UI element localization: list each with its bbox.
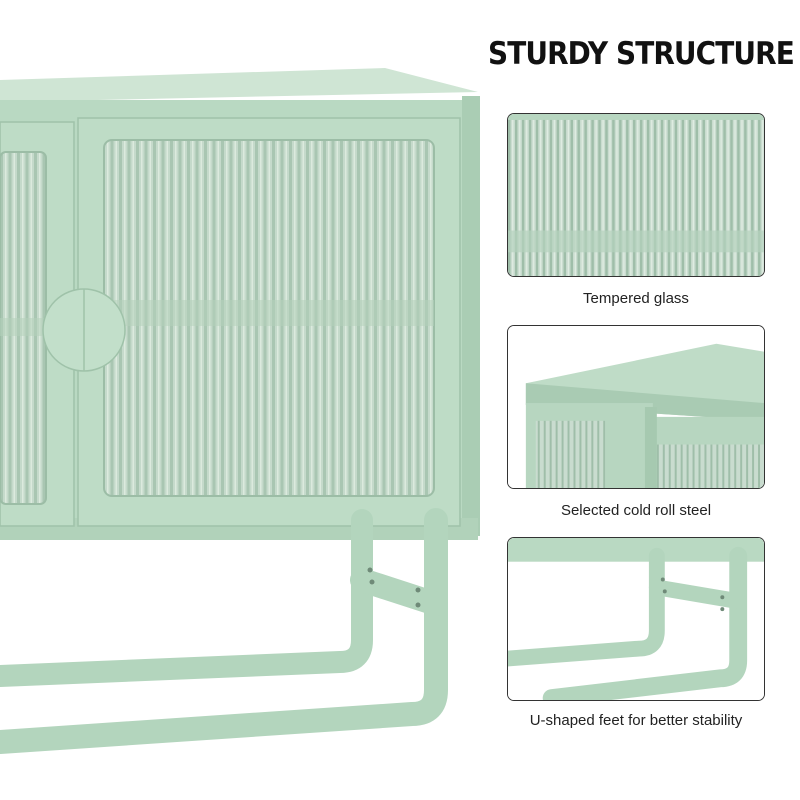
feet-detail-image <box>507 537 765 701</box>
glass-detail-image <box>507 113 765 277</box>
cabinet-top <box>0 68 478 102</box>
inner-shelf <box>104 300 434 326</box>
page-heading: STURDY STRUCTURE <box>488 36 795 72</box>
feet-caption: U-shaped feet for better stability <box>529 712 743 729</box>
leg-bolts <box>367 567 421 608</box>
u-shaped-feet-closeup-icon <box>508 538 764 700</box>
steel-corner-closeup-icon <box>508 326 764 488</box>
steel-detail-image <box>507 325 765 489</box>
inner-shelf-left <box>0 318 46 336</box>
u-shaped-legs <box>0 508 448 754</box>
cabinet-right-side <box>462 96 480 536</box>
glass-caption: Tempered glass <box>583 290 689 307</box>
steel-caption: Selected cold roll steel <box>560 502 712 519</box>
tempered-glass-closeup-icon <box>508 114 764 276</box>
